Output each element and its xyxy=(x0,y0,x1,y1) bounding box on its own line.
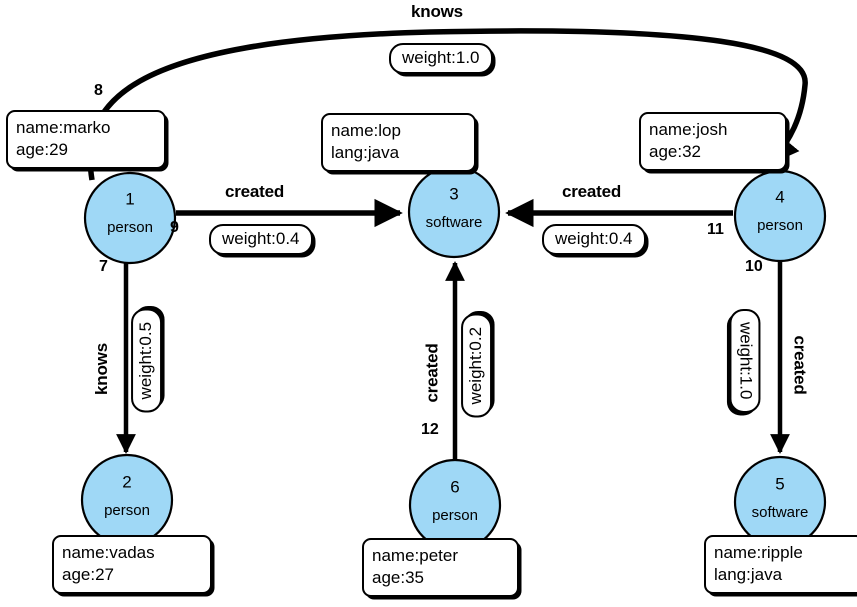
node-3-property-box: name:lop lang:java xyxy=(321,113,476,172)
node-5-id: 5 xyxy=(775,474,784,493)
node-1-id: 1 xyxy=(125,189,134,208)
edge-10-id: 10 xyxy=(745,258,763,275)
node-3-circle[interactable] xyxy=(407,165,501,259)
node-3[interactable]: 3 software xyxy=(407,165,501,259)
node-6[interactable]: 6 person xyxy=(408,458,502,552)
edge-8-knows-path xyxy=(87,28,808,181)
node-6-circle[interactable] xyxy=(408,458,502,552)
edge-11-id: 11 xyxy=(707,221,724,238)
edge-8-label: knows xyxy=(411,2,463,21)
edge-8-id: 8 xyxy=(94,82,103,99)
node-2-circle[interactable] xyxy=(80,453,174,547)
node-4-prop-0: name:josh xyxy=(649,120,728,139)
node-5-prop-1: lang:java xyxy=(714,564,783,584)
edge-11-label: created xyxy=(562,182,622,201)
node-6-prop-0: name:peter xyxy=(372,546,458,565)
node-6-property-box: name:peter age:35 xyxy=(362,538,519,597)
node-3-prop-1: lang:java xyxy=(331,142,400,162)
node-1-prop-0: name:marko xyxy=(16,118,111,137)
node-2[interactable]: 2 person xyxy=(80,453,174,547)
edge-8-weight-pill: weight:1.0 xyxy=(389,43,493,75)
node-2-label: person xyxy=(104,502,150,519)
edge-9-id: 9 xyxy=(170,219,179,236)
edge-12-label: created xyxy=(422,343,442,403)
node-3-id: 3 xyxy=(449,184,458,203)
edge-10-weight-pill: weight:1.0 xyxy=(729,308,761,413)
edge-12-weight-pill: weight:0.2 xyxy=(461,313,493,418)
node-6-prop-1: age:35 xyxy=(372,567,424,587)
node-3-label: software xyxy=(426,214,483,231)
node-4-label: person xyxy=(757,217,803,234)
node-2-id: 2 xyxy=(122,472,131,491)
edge-10-label: created xyxy=(790,335,810,395)
node-1-label: person xyxy=(107,219,153,236)
node-5-label: software xyxy=(752,504,809,521)
edge-7-label: knows xyxy=(91,343,111,395)
edge-11-weight-pill: weight:0.4 xyxy=(542,224,646,256)
edge-12-id: 12 xyxy=(421,421,439,438)
node-2-property-box: name:vadas age:27 xyxy=(52,535,212,594)
node-5-property-box: name:ripple lang:java xyxy=(704,535,857,594)
edge-9-label: created xyxy=(225,182,285,201)
node-1-prop-1: age:29 xyxy=(16,139,68,159)
node-5[interactable]: 5 software xyxy=(733,455,827,549)
node-4[interactable]: 4 person xyxy=(733,169,827,263)
node-3-prop-0: name:lop xyxy=(331,121,401,140)
node-5-circle[interactable] xyxy=(733,455,827,549)
node-4-circle[interactable] xyxy=(733,169,827,263)
edge-7-weight-pill: weight:0.5 xyxy=(131,308,163,413)
node-1[interactable]: 1 person xyxy=(83,171,177,265)
node-4-property-box: name:josh age:32 xyxy=(639,112,787,171)
node-4-id: 4 xyxy=(775,187,784,206)
node-1-circle[interactable] xyxy=(83,171,177,265)
edge-9-weight-pill: weight:0.4 xyxy=(209,224,313,256)
node-6-id: 6 xyxy=(450,477,459,496)
node-2-prop-0: name:vadas xyxy=(62,543,155,562)
node-2-prop-1: age:27 xyxy=(62,564,114,584)
node-5-prop-0: name:ripple xyxy=(714,543,803,562)
node-1-property-box: name:marko age:29 xyxy=(6,110,166,169)
node-6-label: person xyxy=(432,507,478,524)
edge-7-id: 7 xyxy=(99,258,108,275)
node-4-prop-1: age:32 xyxy=(649,141,701,161)
